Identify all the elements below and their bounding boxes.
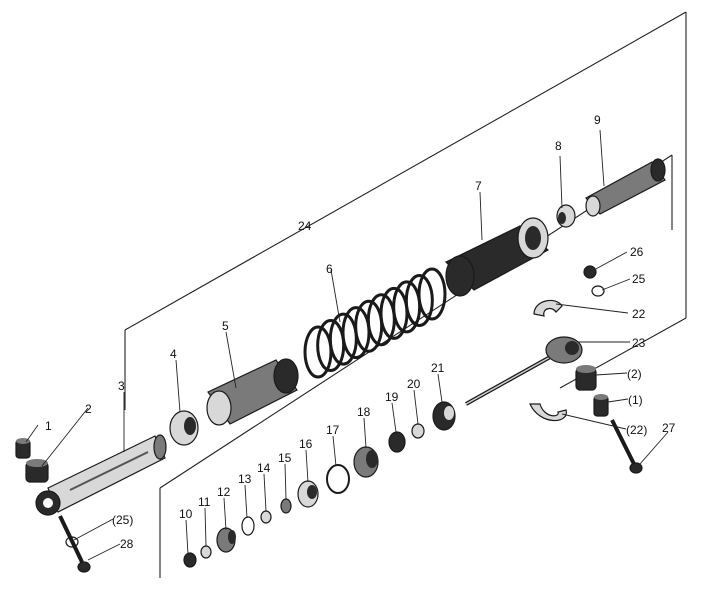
- part-14-washer: [260, 510, 272, 524]
- label-16: 16: [299, 437, 313, 451]
- label-15: 15: [278, 451, 292, 465]
- part-8-nut: [556, 204, 576, 228]
- part-2-bushing-upper: [575, 365, 597, 391]
- part-17-o-ring: [326, 464, 350, 494]
- label-11: 11: [198, 495, 211, 509]
- part-22-collar-upper: [533, 299, 563, 317]
- label-13: 13: [238, 472, 252, 486]
- label-25: 25: [632, 272, 646, 286]
- part-20-washer: [411, 423, 425, 439]
- label-20: 20: [407, 377, 421, 391]
- label-19: 19: [385, 390, 399, 404]
- part-9-upper-tube: [585, 158, 666, 217]
- label-14: 14: [257, 461, 271, 475]
- part-22-collar-lower: [529, 403, 567, 422]
- part-6-coil-spring: [303, 267, 447, 379]
- label-5: 5: [222, 319, 229, 333]
- part-11-washer: [200, 545, 212, 559]
- part-1-bushing-upper: [593, 394, 609, 417]
- label-2-paren: (2): [627, 367, 642, 381]
- part-23-rod-eye: [465, 336, 583, 406]
- part-1-bushing: [15, 438, 31, 459]
- label-28: 28: [120, 537, 134, 551]
- label-18: 18: [357, 405, 371, 419]
- part-5-cover-tube: [206, 358, 299, 426]
- label-12: 12: [217, 485, 231, 499]
- part-16-piston: [297, 480, 319, 508]
- part-labels: 1 2 3 4 5 6 7 8 9 10 11 12 13 14 15 16 1…: [45, 113, 676, 551]
- part-26-nut: [583, 265, 597, 279]
- label-17: 17: [326, 423, 340, 437]
- part-19-seal: [388, 431, 406, 453]
- label-26: 26: [630, 245, 644, 259]
- part-10-nut: [183, 552, 197, 568]
- label-6: 6: [326, 262, 333, 276]
- part-27-bolt: [610, 419, 643, 474]
- label-3: 3: [118, 379, 125, 393]
- label-23: 23: [632, 336, 646, 350]
- leader-lines: [25, 129, 669, 561]
- part-7-upper-sleeve: [444, 217, 550, 297]
- label-2: 2: [85, 402, 92, 416]
- label-22: 22: [632, 307, 646, 321]
- label-21: 21: [431, 361, 445, 375]
- label-27: 27: [662, 421, 676, 435]
- part-21-stopper: [432, 401, 456, 431]
- label-25-paren: (25): [112, 513, 133, 527]
- label-22-paren: (22): [626, 423, 647, 437]
- label-8: 8: [555, 139, 562, 153]
- label-1: 1: [45, 419, 52, 433]
- label-10: 10: [179, 507, 193, 521]
- part-18-guide: [353, 446, 379, 478]
- part-25-washer: [591, 285, 605, 297]
- part-28-bolt: [58, 515, 91, 573]
- part-15-washer: [280, 498, 292, 514]
- label-9: 9: [594, 113, 601, 127]
- part-4-spring-seat: [169, 410, 199, 446]
- spring-coil: [417, 267, 447, 321]
- label-1-paren: (1): [628, 393, 643, 407]
- label-4: 4: [170, 347, 177, 361]
- part-3-lower-tube: [35, 434, 167, 516]
- part-12-valve: [216, 527, 236, 553]
- label-24: 24: [298, 219, 312, 233]
- label-7: 7: [475, 179, 482, 193]
- spring-coil: [404, 273, 434, 327]
- part-13-disc: [241, 516, 255, 536]
